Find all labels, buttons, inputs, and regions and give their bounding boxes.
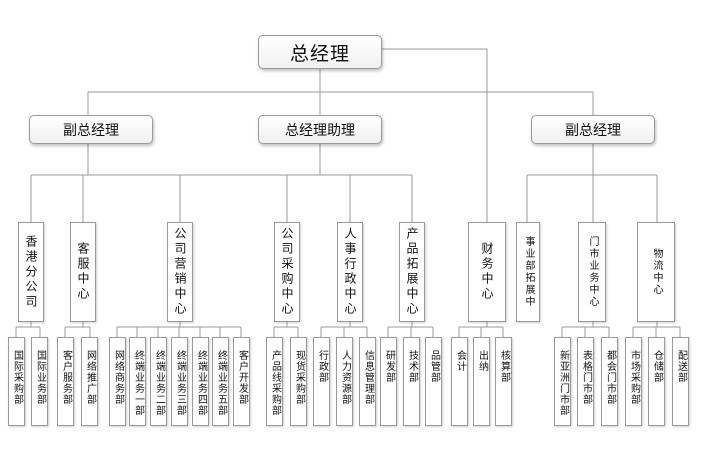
unit-label: 终端业务一部 <box>132 350 144 416</box>
unit-label: 技术部 <box>406 350 418 383</box>
unit-label: 核算部 <box>498 350 510 383</box>
unit-box[interactable]: 行政部 <box>313 337 330 426</box>
unit-label: 信息管理部 <box>362 350 374 405</box>
unit-box[interactable]: 网络商务部 <box>109 337 126 426</box>
unit-box[interactable]: 品管部 <box>425 337 442 426</box>
unit-label: 国际业务部 <box>34 350 46 405</box>
unit-box[interactable]: 终端业务二部 <box>150 337 167 426</box>
unit-label: 表格门市部 <box>580 350 592 405</box>
unit-box[interactable]: 都会门市部 <box>601 337 618 426</box>
unit-box[interactable]: 终端业务五部 <box>212 337 229 426</box>
unit-box[interactable]: 仓储部 <box>648 337 665 426</box>
unit-box[interactable]: 市场采购部 <box>625 337 642 426</box>
unit-label: 产品线采购部 <box>269 350 281 416</box>
unit-label: 网络商务部 <box>112 350 124 405</box>
unit-label: 网络推广部 <box>84 350 96 405</box>
dept-label: 公司营销中心 <box>173 227 187 317</box>
vice-gm-left-box[interactable]: 副总经理 <box>29 115 153 144</box>
dept-label: 客服中心 <box>76 242 90 302</box>
dept-box[interactable]: 香港分公司 <box>18 222 44 322</box>
unit-label: 配送部 <box>675 350 687 383</box>
dept-box[interactable]: 门市业务中心 <box>578 222 606 322</box>
unit-label: 新亚洲门市部 <box>557 350 569 416</box>
unit-box[interactable]: 客户服务部 <box>57 337 74 426</box>
dept-label: 公司采购中心 <box>280 227 294 317</box>
dept-label: 事业部拓展中 <box>523 236 534 308</box>
dept-label: 人事行政中心 <box>343 227 357 317</box>
dept-label: 香港分公司 <box>24 234 38 310</box>
unit-label: 国际采购部 <box>11 350 23 405</box>
vice-gm-right-label: 副总经理 <box>565 122 621 139</box>
unit-box[interactable]: 配送部 <box>672 337 689 426</box>
unit-box[interactable]: 终端业务一部 <box>129 337 146 426</box>
connector <box>382 48 488 222</box>
unit-label: 终端业务二部 <box>153 350 165 416</box>
unit-label: 研发部 <box>383 350 395 383</box>
dept-box[interactable]: 公司采购中心 <box>274 222 300 322</box>
unit-box[interactable]: 技术部 <box>403 337 420 426</box>
dept-label: 门市业务中心 <box>587 236 598 308</box>
unit-box[interactable]: 产品线采购部 <box>266 337 283 426</box>
dept-box[interactable]: 公司营销中心 <box>167 222 193 322</box>
gm-assistant-box[interactable]: 总经理助理 <box>258 115 382 144</box>
dept-box[interactable]: 人事行政中心 <box>337 222 363 322</box>
unit-box[interactable]: 出纳 <box>473 337 490 426</box>
unit-box[interactable]: 终端业务三部 <box>171 337 188 426</box>
dept-box[interactable]: 物流中心 <box>637 222 675 322</box>
unit-box[interactable]: 表格门市部 <box>577 337 594 426</box>
unit-label: 品管部 <box>428 350 440 383</box>
unit-box[interactable]: 人力资源部 <box>336 337 353 426</box>
dept-box[interactable]: 财务中心 <box>468 222 506 322</box>
ceo-box[interactable]: 总经理 <box>258 35 382 69</box>
unit-box[interactable]: 会计 <box>451 337 468 426</box>
unit-box[interactable]: 研发部 <box>380 337 397 426</box>
vice-gm-right-box[interactable]: 副总经理 <box>531 115 655 144</box>
dept-box[interactable]: 客服中心 <box>70 222 96 322</box>
dept-label: 产品拓展中心 <box>405 227 419 317</box>
unit-label: 人力资源部 <box>339 350 351 405</box>
unit-label: 客户服务部 <box>60 350 72 405</box>
dept-box[interactable]: 事业部拓展中 <box>516 222 540 322</box>
vice-gm-left-label: 副总经理 <box>63 122 119 139</box>
unit-label: 行政部 <box>316 350 328 383</box>
unit-label: 出纳 <box>476 350 488 372</box>
unit-box[interactable]: 核算部 <box>495 337 512 426</box>
unit-label: 仓储部 <box>651 350 663 383</box>
unit-box[interactable]: 国际业务部 <box>31 337 48 426</box>
unit-label: 现货采购部 <box>293 350 305 405</box>
unit-label: 终端业务三部 <box>174 350 186 416</box>
unit-box[interactable]: 信息管理部 <box>359 337 376 426</box>
dept-label: 物流中心 <box>651 248 662 296</box>
dept-label: 财务中心 <box>480 242 494 302</box>
unit-label: 都会门市部 <box>604 350 616 405</box>
unit-label: 会计 <box>454 350 466 372</box>
unit-box[interactable]: 网络推广部 <box>81 337 98 426</box>
unit-label: 终端业务五部 <box>215 350 227 416</box>
unit-box[interactable]: 现货采购部 <box>290 337 307 426</box>
unit-box[interactable]: 终端业务四部 <box>192 337 209 426</box>
unit-label: 终端业务四部 <box>195 350 207 416</box>
unit-label: 客户开发部 <box>236 350 248 405</box>
unit-box[interactable]: 国际采购部 <box>8 337 25 426</box>
unit-box[interactable]: 客户开发部 <box>233 337 250 426</box>
unit-label: 市场采购部 <box>628 350 640 405</box>
dept-box[interactable]: 产品拓展中心 <box>399 222 425 322</box>
ceo-label: 总经理 <box>289 42 350 65</box>
gm-assistant-label: 总经理助理 <box>285 122 355 139</box>
unit-box[interactable]: 新亚洲门市部 <box>554 337 571 426</box>
